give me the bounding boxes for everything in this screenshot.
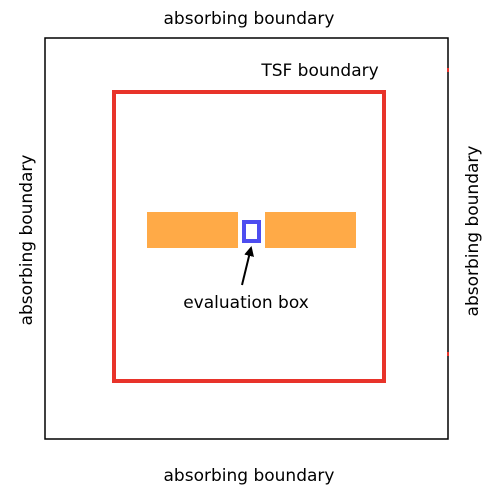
waveguide-right (265, 212, 356, 248)
top-boundary-label: absorbing boundary (164, 9, 335, 29)
right-edge-mark-bottom (447, 352, 449, 356)
evaluation-box-label: evaluation box (183, 293, 309, 313)
right-edge-mark-top (447, 68, 449, 72)
bottom-boundary-label: absorbing boundary (164, 466, 335, 486)
absorbing-boundary-box (44, 37, 449, 440)
left-boundary-label: absorbing boundary (17, 155, 37, 326)
tsf-boundary-label: TSF boundary (260, 61, 378, 81)
waveguide-left (147, 212, 238, 248)
right-boundary-label: absorbing boundary (463, 146, 483, 317)
evaluation-arrow (241, 246, 254, 286)
evaluation-box (242, 220, 261, 243)
tsf-boundary-box (112, 90, 386, 383)
